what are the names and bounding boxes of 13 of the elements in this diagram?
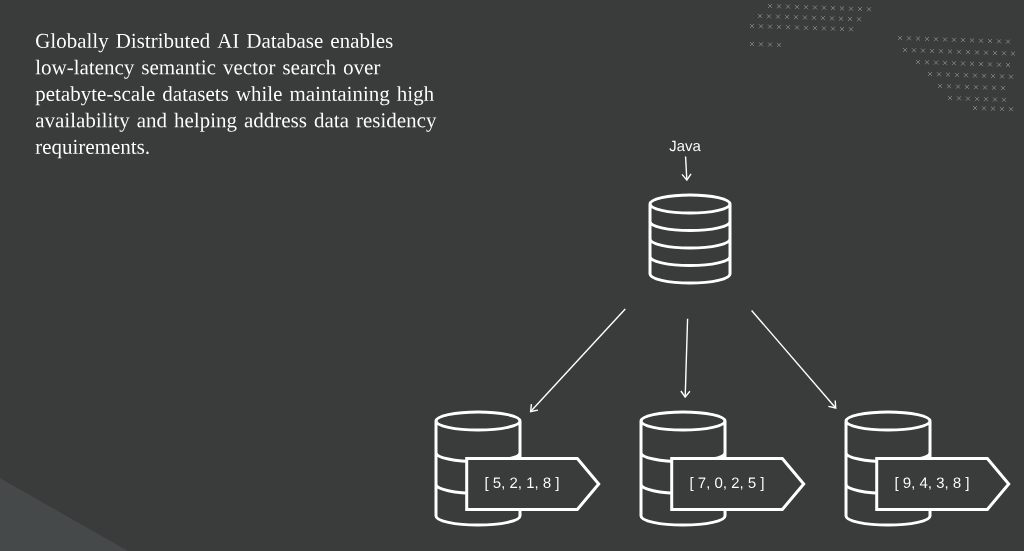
vector-tag: [ 7, 0, 2, 5 ] (670, 457, 806, 511)
node-label: [ 9, 4, 3, 8 ] (895, 477, 969, 491)
vector-tag: [ 9, 4, 3, 8 ] (875, 457, 1011, 511)
arrow (681, 155, 692, 182)
language-label: Java (669, 140, 701, 152)
database-icon (648, 193, 732, 285)
arrow (529, 308, 626, 413)
description-text: Globally Distributed AI Database enables low-latency semantic vector search over petabyte-scale datasets while maintaining high availability and helping address data residency requirements. (35, 33, 437, 159)
node-label: [ 5, 2, 1, 8 ] (485, 477, 559, 491)
vector-tag: [ 5, 2, 1, 8 ] (465, 457, 601, 511)
arrow (750, 309, 837, 409)
node-label: [ 7, 0, 2, 5 ] (690, 477, 764, 491)
arrow (680, 318, 691, 399)
